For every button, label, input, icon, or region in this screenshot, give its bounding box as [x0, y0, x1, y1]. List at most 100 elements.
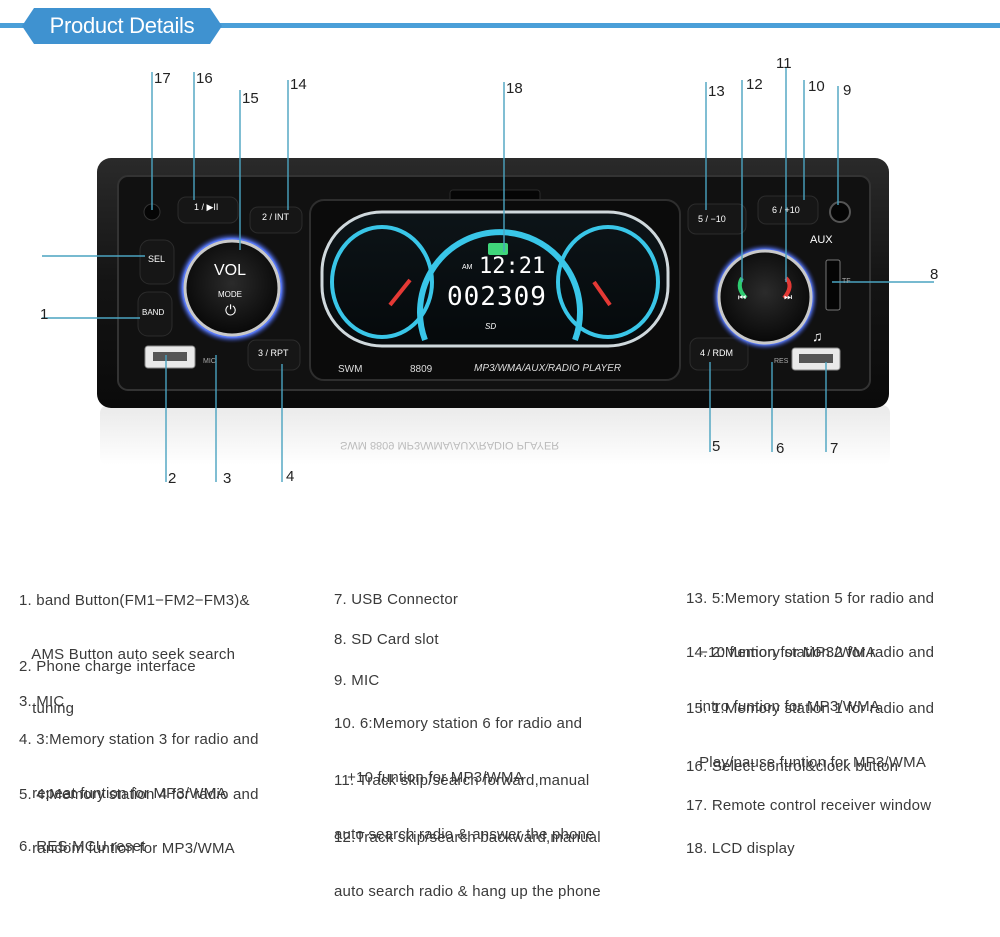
btn2-label: 2 / INT [262, 212, 290, 222]
tf-label: TF [842, 278, 851, 285]
player-label: MP3/WMA/AUX/RADIO PLAYER [474, 363, 622, 374]
callout-4: 4 [286, 468, 295, 485]
callout-7: 7 [830, 440, 839, 457]
band-label: BAND [142, 308, 165, 317]
desc-11-line-2: auto search radio & answer the phone [334, 826, 595, 843]
sel-shape [139, 239, 175, 285]
desc-15: 15. 1:Memory station 1 for radio and Pla… [686, 664, 934, 808]
desc-14-line-2: intro funtion for MP3/WMA [686, 698, 880, 715]
btn1-label: 1 / ▶II [194, 202, 219, 212]
callout-6: 6 [776, 440, 785, 457]
callout-15: 15 [242, 90, 259, 107]
desc-4-line-2: repeat funtion for MP3/WMA [19, 785, 227, 802]
sel-label: SEL [148, 254, 166, 264]
callout-10: 10 [808, 78, 825, 95]
desc-16-line-1: 16. Select control&clock button [686, 758, 899, 775]
desc-16: 16. Select control&clock button [686, 722, 898, 812]
callout-17: 17 [154, 70, 171, 87]
desc-3-line-1: 3. MIC [19, 693, 65, 710]
desc-3: 3. MIC [19, 657, 64, 747]
desc-1: 1. band Button(FM1−FM2−FM3)& AMS Button … [19, 556, 250, 754]
next-icon: ⏭ [784, 292, 793, 302]
usb-connector-slot [799, 354, 833, 363]
desc-7: 7. USB Connector [334, 555, 458, 645]
brand-label: SWM [338, 364, 363, 375]
device-reflection [100, 405, 890, 465]
desc-9: 9. MIC [334, 636, 379, 726]
desc-1-line-3: tuning [19, 700, 75, 717]
vol-label: VOL [214, 262, 247, 279]
desc-6: 6. RES:MCU reset [19, 802, 146, 892]
desc-5: 5. 4:Memory station 4 for radio and rand… [19, 750, 259, 894]
desc-10-line-2: +10 funtion for MP3/WMA [334, 769, 524, 786]
desc-13-line-2: −10 funtion for MP3/WMA [686, 644, 876, 661]
btn5-shape [687, 203, 747, 235]
music-icon: ♫ [812, 328, 823, 344]
desc-8: 8. SD Card slot [334, 595, 439, 685]
desc-2-line-1: 2. Phone charge interface [19, 658, 196, 675]
callout-9: 9 [843, 82, 852, 99]
track-knob [717, 249, 813, 345]
callout-lines [42, 68, 934, 482]
desc-12-line-2: auto search radio & hang up the phone [334, 883, 601, 900]
callout-12: 12 [746, 76, 763, 93]
right-gauge [556, 225, 660, 339]
btn3-label: 3 / RPT [258, 348, 289, 358]
callout-8: 8 [930, 266, 939, 283]
page-title: Product Details [49, 13, 195, 38]
desc-13: 13. 5:Memory station 5 for radio and −10… [686, 554, 934, 698]
btn4-shape [689, 337, 749, 371]
desc-2: 2. Phone charge interface [19, 622, 196, 712]
btn1-shape [177, 196, 239, 224]
vol-knob [183, 239, 281, 337]
left-needle [388, 278, 412, 307]
car-stereo-svg: SWM 8809 MP3/WMA/AUX/RADIO PLAYER [42, 68, 934, 482]
btn5-label: 5 / −10 [698, 214, 726, 224]
callout-18: 18 [506, 80, 523, 97]
callout-5: 5 [712, 438, 721, 455]
callout-13: 13 [708, 83, 725, 100]
desc-1-line-2: AMS Button auto seek search [19, 646, 236, 663]
desc-13-line-1: 13. 5:Memory station 5 for radio and [686, 590, 935, 607]
desc-18-line-1: 18. LCD display [686, 840, 795, 857]
desc-15-line-2: Play/pause funtion for MP3/WMA [686, 754, 927, 771]
desc-9-line-1: 9. MIC [334, 672, 380, 689]
mode-label: MODE [218, 290, 242, 299]
am-label: AM [462, 264, 473, 271]
desc-11: 11. Track skip/search forward,manual aut… [334, 736, 595, 880]
callout-1: 1 [40, 306, 49, 323]
desc-17: 17. Remote control receiver window [686, 761, 931, 851]
desc-15-line-1: 15. 1:Memory station 1 for radio and [686, 700, 935, 717]
desc-11-line-1: 11. Track skip/search forward,manual [334, 772, 590, 789]
btn6-shape [757, 195, 819, 225]
desc-1-line-1: 1. band Button(FM1−FM2−FM3)& [19, 592, 250, 609]
header-tab [22, 8, 222, 44]
car-icon [488, 243, 508, 255]
sd-indicator: SD [485, 322, 497, 331]
desc-12-line-1: 12.Track skip/search backward,manual [334, 829, 601, 846]
btn4-label: 4 / RDM [700, 348, 734, 358]
power-icon: ⏻ [225, 302, 237, 318]
desc-4-line-1: 4. 3:Memory station 3 for radio and [19, 731, 259, 748]
desc-6-line-1: 6. RES:MCU reset [19, 838, 146, 855]
res-label: RES [774, 358, 789, 365]
callout-11: 11 [776, 55, 792, 72]
desc-7-line-1: 7. USB Connector [334, 591, 459, 608]
center-dial [417, 229, 583, 342]
desc-10: 10. 6:Memory station 6 for radio and +10… [334, 679, 582, 823]
desc-8-line-1: 8. SD Card slot [334, 631, 439, 648]
aux-jack [829, 201, 851, 223]
callout-3: 3 [223, 470, 232, 487]
callout-16: 16 [196, 70, 213, 87]
left-gauge [330, 225, 434, 339]
band-shape [137, 291, 173, 337]
aux-label: AUX [810, 234, 833, 246]
btn6-label: 6 / +10 [772, 205, 800, 215]
car-stereo-image: SWM 8809 MP3/WMA/AUX/RADIO PLAYER [0, 50, 1000, 510]
prev-icon: ⏮ [738, 292, 747, 302]
hangup-icon [782, 276, 792, 300]
callout-14: 14 [290, 76, 307, 93]
desc-5-line-1: 5. 4:Memory station 4 for radio and [19, 786, 259, 803]
lcd-clock: 12:21 [479, 254, 546, 279]
sd-slot [825, 259, 841, 311]
